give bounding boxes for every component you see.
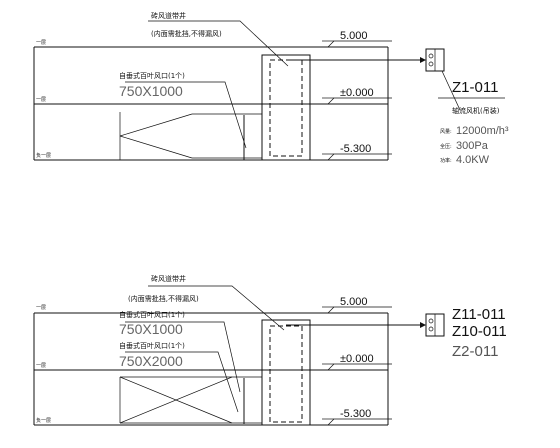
level-marker: ±0.000	[322, 353, 392, 371]
fan-tag: Z11-011	[452, 306, 506, 323]
floor-label: 一层	[36, 363, 46, 369]
svg-text:-5.300: -5.300	[340, 143, 371, 155]
arrow-icon	[420, 57, 426, 63]
louver-label: 自垂式百叶风口(1个)	[119, 341, 185, 350]
svg-text:5.000: 5.000	[340, 296, 368, 308]
floor-label: 负一层	[36, 417, 51, 424]
shaft-wall	[261, 54, 311, 161]
spec-row: 功率: 4.0KW	[440, 154, 490, 166]
shaft-label: 砖风道带井	[151, 274, 186, 283]
svg-text:-5.300: -5.300	[340, 408, 371, 420]
level-marker: ±0.000	[322, 87, 392, 105]
svg-text:12000m/h³: 12000m/h³	[456, 125, 509, 137]
svg-text:4.0KW: 4.0KW	[456, 154, 490, 166]
shaft-leader	[148, 20, 289, 67]
level-marker: -5.300	[322, 143, 392, 161]
level-marker: 5.000	[322, 30, 392, 48]
svg-text:±0.000: ±0.000	[340, 353, 374, 365]
svg-text:风量:: 风量:	[440, 128, 452, 135]
shaft-wall	[261, 319, 311, 426]
diagram-1: 一层 一层 负一层 砖风道带井 (内面需批挡,不得漏风) 自垂式百叶风口(1个)…	[33, 11, 509, 166]
louver-line	[119, 376, 233, 424]
fan-tag: Z2-011	[452, 343, 498, 360]
louver-label: 自垂式百叶风口(1个)	[119, 71, 185, 80]
louver-line	[119, 135, 193, 159]
shaft-label: 砖风道带井	[151, 11, 186, 20]
arrow-icon	[420, 322, 426, 328]
louver-leader	[125, 321, 241, 393]
shaft-note: (内面需批挡,不得漏风)	[128, 294, 199, 303]
spec-row: 全压: 300Pa	[440, 140, 489, 152]
louver-line	[119, 113, 193, 137]
svg-text:±0.000: ±0.000	[340, 87, 374, 99]
shaft-leader	[148, 285, 285, 331]
svg-text:全压:: 全压:	[440, 143, 452, 150]
level-marker: -5.300	[322, 408, 392, 426]
svg-text:5.000: 5.000	[340, 30, 368, 42]
shaft-inner	[269, 59, 303, 157]
floor-label: 负一层	[36, 152, 51, 159]
svg-text:300Pa: 300Pa	[456, 140, 489, 152]
level-marker: 5.000	[322, 296, 392, 314]
louver-size: 750X1000	[119, 83, 183, 99]
shaft-note: (内面需批挡,不得漏风)	[151, 29, 222, 38]
fan-tag: Z1-011	[452, 79, 498, 96]
louver-label: 自垂式百叶风口(1个)	[119, 310, 185, 319]
svg-text:功率:: 功率:	[440, 157, 452, 164]
louver-size: 750X1000	[119, 321, 183, 337]
floor-label: 一层	[36, 40, 46, 46]
fan-tag: Z10-011	[452, 323, 507, 340]
spec-row: 风量: 12000m/h³	[440, 125, 509, 137]
louver-size: 750X2000	[119, 353, 183, 369]
louver-leader	[125, 351, 239, 413]
fan-leader	[441, 70, 462, 111]
floor-label: 一层	[36, 305, 46, 311]
floor-label: 一层	[36, 97, 46, 103]
louver-leader	[125, 81, 247, 149]
diagram-2: 一层 一层 负一层 砖风道带井 (内面需批挡,不得漏风) 自垂式百叶风口(1个)…	[33, 274, 507, 426]
fan-desc: 轴流风机(吊装)	[452, 106, 500, 115]
shaft-inner	[269, 325, 303, 423]
